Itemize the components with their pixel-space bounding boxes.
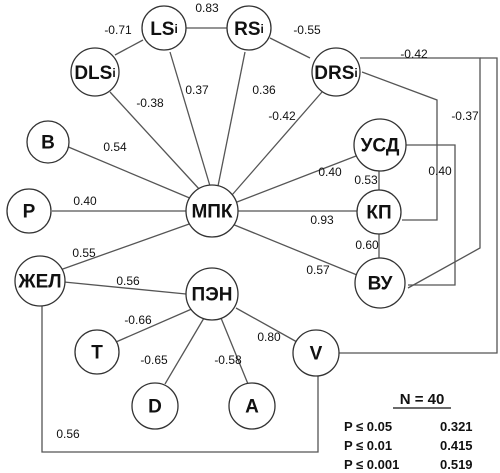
edge-label: 0.40	[73, 194, 97, 208]
edge-rs-drs	[269, 37, 311, 59]
edge-v-drs-loop	[338, 57, 498, 354]
edge-drs-mpk	[231, 91, 323, 196]
node-rs: RSi	[226, 5, 272, 51]
node-zhel: ЖЕЛ	[14, 255, 66, 307]
node-subscript: i	[354, 66, 357, 80]
node-subscript: i	[261, 22, 264, 36]
edge-label: 0.93	[310, 213, 334, 227]
edge-pen-t	[115, 307, 195, 343]
edge-label: -0.42	[268, 109, 296, 123]
stat-p-0: P ≤ 0.05	[344, 419, 392, 434]
svg-text:DRSi: DRSi	[314, 63, 357, 84]
edge-pen-v	[235, 307, 298, 343]
node-label: Р	[23, 202, 36, 223]
edge-label: 0.37	[185, 83, 209, 97]
node-label: DRS	[314, 63, 354, 84]
node-label: Т	[91, 343, 103, 364]
node-usd: УСД	[353, 118, 407, 172]
edge-b-mpk	[65, 145, 193, 200]
stat-r-0: 0.321	[440, 419, 473, 434]
node-v: V	[292, 329, 340, 377]
edge-label: 0.53	[354, 173, 378, 187]
node-dls: DLSi	[70, 47, 120, 97]
edge-label: -0.71	[104, 23, 132, 37]
edge-label: 0.40	[318, 165, 342, 179]
edge-pen-d	[164, 317, 205, 385]
node-p: Р	[6, 188, 52, 234]
edge-label: -0.66	[124, 313, 152, 327]
node-kp: КП	[356, 189, 402, 235]
node-label: RS	[234, 19, 260, 40]
node-label: DLS	[74, 63, 112, 84]
edge-label: 0.60	[355, 238, 379, 252]
edge-label: -0.55	[293, 23, 321, 37]
node-ls: LSi	[141, 5, 187, 51]
node-label: КП	[366, 203, 391, 224]
node-subscript: i	[112, 66, 115, 80]
node-label: ЖЕЛ	[17, 272, 61, 293]
edge-label: -0.58	[214, 353, 242, 367]
edge-usd-vu	[406, 144, 456, 286]
node-label: LS	[150, 19, 174, 40]
node-label: ПЭН	[192, 285, 233, 306]
edge-label: -0.65	[140, 353, 168, 367]
node-b: В	[26, 120, 70, 164]
edge-label: 0.57	[306, 263, 330, 277]
edge-labels: 0.83 -0.71 -0.55 -0.42 -0.37 -0.38 0.37 …	[56, 1, 479, 441]
edge-dls-mpk	[109, 91, 201, 191]
nodes: LSi RSi DLSi DRSi В Р МПК УСД	[6, 5, 407, 430]
node-label: D	[148, 397, 162, 418]
edge-mpk-vu	[231, 223, 358, 276]
node-label: ВУ	[368, 274, 393, 295]
edge-label: 0.55	[72, 246, 96, 260]
node-label: УСД	[361, 136, 400, 157]
node-drs: DRSi	[311, 47, 361, 97]
stat-r-2: 0.519	[440, 457, 473, 472]
stat-p-2: P ≤ 0.001	[344, 457, 399, 472]
svg-text:LSi: LSi	[150, 19, 178, 40]
edge-ls-dls	[114, 39, 144, 56]
edge-label: -0.42	[400, 47, 428, 61]
node-label: МПК	[191, 202, 232, 223]
edge-pen-a	[220, 317, 249, 385]
edge-drs-vu	[360, 57, 481, 289]
node-vu: ВУ	[354, 257, 406, 309]
edge-label: -0.38	[136, 96, 164, 110]
node-mpk: МПК	[185, 184, 239, 238]
edge-zhel-v	[41, 300, 319, 453]
edges	[41, 27, 498, 453]
node-pen: ПЭН	[185, 267, 239, 321]
edge-label: 0.80	[257, 330, 281, 344]
edge-label: 0.56	[116, 274, 140, 288]
sample-size: N = 40	[400, 391, 445, 408]
edge-drs-kp	[361, 71, 438, 221]
svg-text:DLSi: DLSi	[74, 63, 115, 84]
edge-label: 0.54	[103, 140, 127, 154]
node-label: V	[310, 344, 323, 365]
edge-label: 0.40	[428, 164, 452, 178]
svg-text:RSi: RSi	[234, 19, 264, 40]
edge-label: -0.37	[451, 109, 479, 123]
stat-r-1: 0.415	[440, 438, 473, 453]
node-label: А	[245, 397, 259, 418]
edge-label: 0.56	[56, 427, 80, 441]
node-t: Т	[74, 329, 120, 375]
node-label: В	[41, 133, 55, 154]
edge-usd-mpk	[236, 155, 357, 203]
edge-ls-mpk	[169, 51, 211, 187]
edge-rs-mpk	[217, 51, 246, 187]
node-d: D	[131, 382, 179, 430]
stats-legend: N = 40 P ≤ 0.05 0.321 P ≤ 0.01 0.415 P ≤…	[344, 391, 473, 472]
edge-label: 0.36	[252, 83, 276, 97]
edge-label: 0.83	[195, 1, 219, 15]
edge-zhel-mpk	[59, 222, 193, 271]
stat-p-1: P ≤ 0.01	[344, 438, 392, 453]
edge-zhel-pen	[63, 281, 187, 295]
node-a: А	[228, 382, 276, 430]
node-subscript: i	[174, 22, 177, 36]
